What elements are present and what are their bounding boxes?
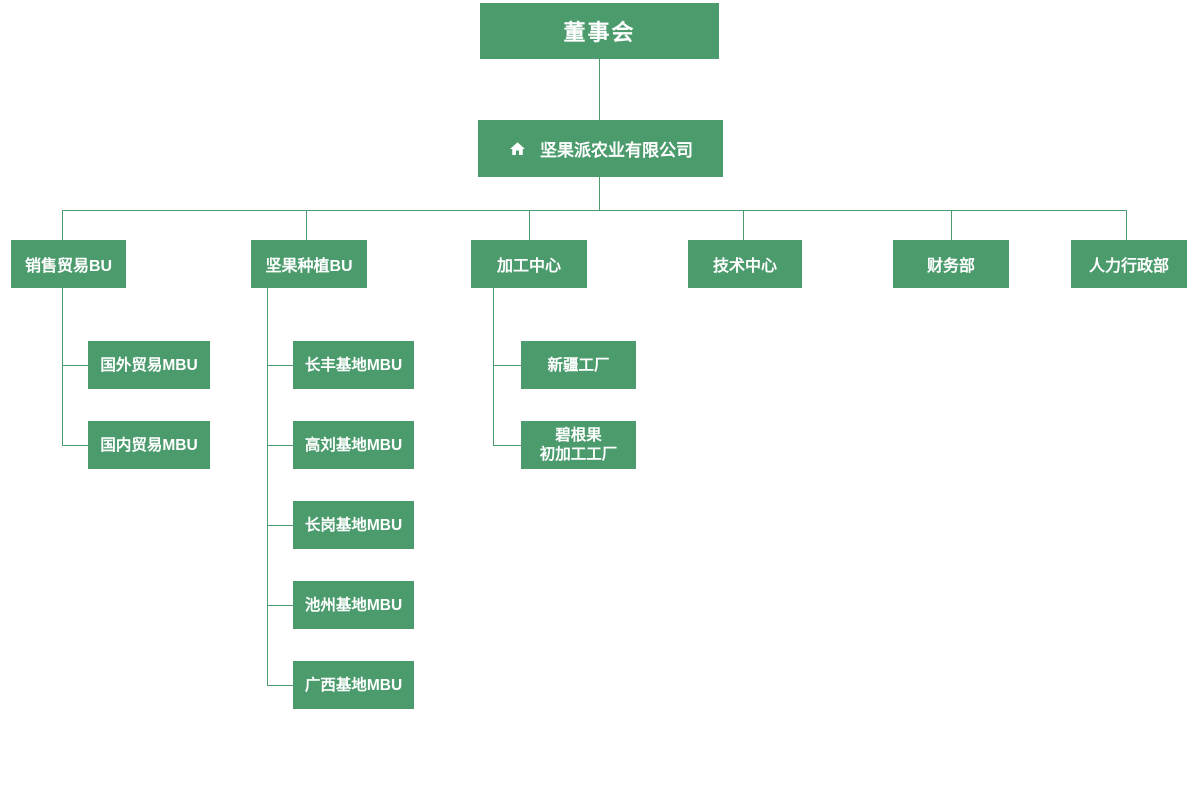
org-node-label: 坚果种植BU [265, 258, 353, 275]
org-node-label: 加工中心 [496, 258, 561, 275]
org-node-label: 碧根果 初加工工厂 [539, 427, 618, 463]
org-node-label: 长岗基地MBU [304, 516, 403, 534]
org-node-chizhou-base[interactable]: 池州基地MBU [293, 581, 414, 629]
org-node-label: 财务部 [926, 258, 975, 275]
org-node-label: 国外贸易MBU [100, 356, 198, 374]
org-node-hr[interactable]: 人力行政部 [1071, 240, 1187, 288]
org-node-label: 广西基地MBU [304, 676, 403, 694]
org-node-planting[interactable]: 坚果种植BU [251, 240, 367, 288]
org-node-board[interactable]: 董事会 [480, 3, 719, 59]
org-node-sales[interactable]: 销售贸易BU [11, 240, 126, 288]
org-node-changgang-base[interactable]: 长岗基地MBU [293, 501, 414, 549]
org-node-label: 坚果派农业有限公司 [540, 141, 693, 160]
org-node-label: 技术中心 [712, 258, 777, 275]
org-node-changfeng-base[interactable]: 长丰基地MBU [293, 341, 414, 389]
org-node-finance[interactable]: 财务部 [893, 240, 1009, 288]
org-node-label: 池州基地MBU [304, 596, 403, 614]
org-node-xinjiang-factory[interactable]: 新疆工厂 [521, 341, 636, 389]
org-node-tech[interactable]: 技术中心 [688, 240, 802, 288]
org-node-label: 销售贸易BU [24, 258, 113, 275]
org-node-label: 国内贸易MBU [100, 436, 198, 454]
org-node-domestic-trade[interactable]: 国内贸易MBU [88, 421, 210, 469]
org-node-label: 高刘基地MBU [304, 436, 403, 454]
org-node-company[interactable]: 坚果派农业有限公司 [478, 120, 723, 177]
org-node-gaoliu-base[interactable]: 高刘基地MBU [293, 421, 414, 469]
org-node-label: 新疆工厂 [547, 356, 610, 374]
org-node-guangxi-base[interactable]: 广西基地MBU [293, 661, 414, 709]
org-node-processing[interactable]: 加工中心 [471, 240, 587, 288]
org-node-pecan-factory[interactable]: 碧根果 初加工工厂 [521, 421, 636, 469]
home-icon [508, 140, 527, 158]
org-node-label: 长丰基地MBU [304, 356, 403, 374]
org-node-label: 董事会 [563, 20, 636, 45]
org-node-label: 人力行政部 [1088, 258, 1169, 275]
org-node-foreign-trade[interactable]: 国外贸易MBU [88, 341, 210, 389]
